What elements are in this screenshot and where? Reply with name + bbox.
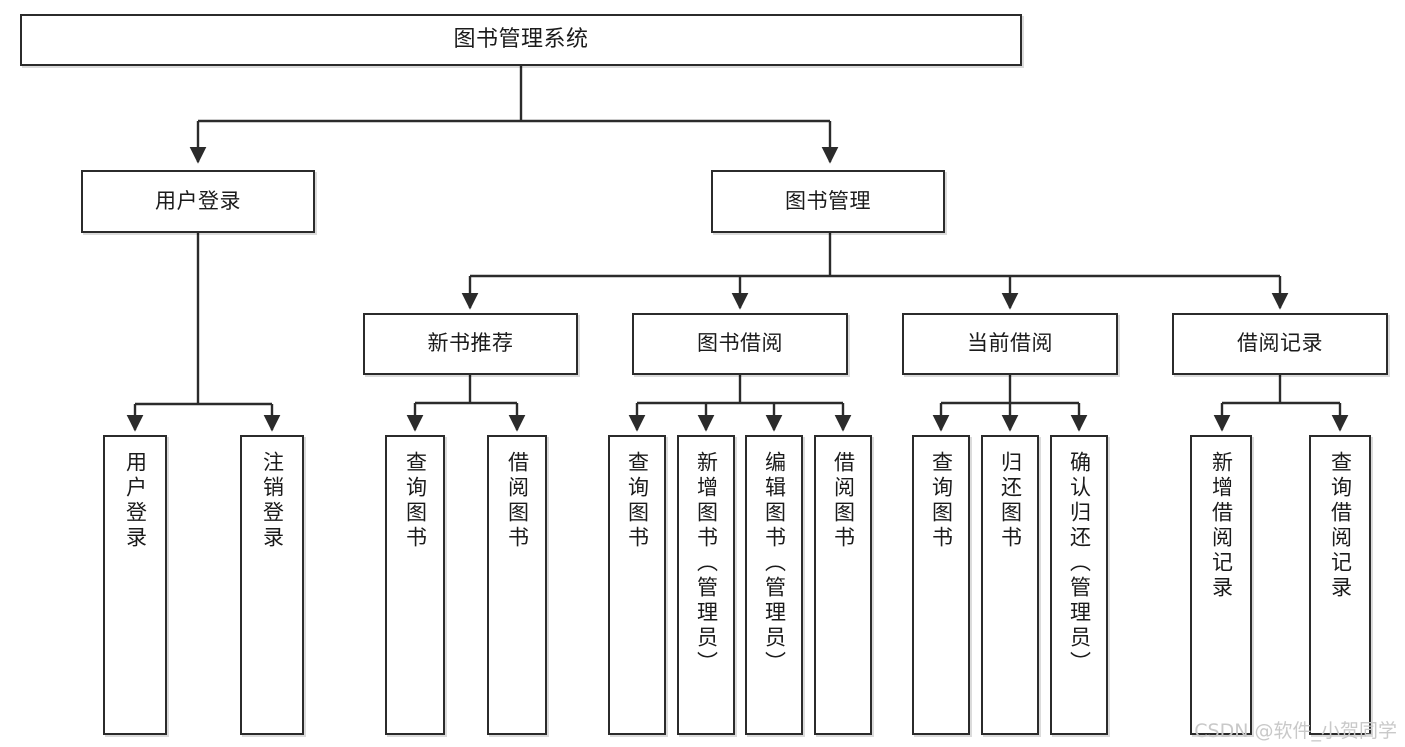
node-book-management[interactable]: 图书管理: [711, 170, 945, 233]
leaf-confirm-return-admin[interactable]: 确认归还（管理员）: [1050, 435, 1108, 735]
node-label: 新增借阅记录: [1209, 451, 1234, 601]
node-label: 查询图书: [625, 451, 650, 551]
node-user-login[interactable]: 用户登录: [81, 170, 315, 233]
leaf-query-book-recommend[interactable]: 查询图书: [385, 435, 445, 735]
leaf-query-borrow-record[interactable]: 查询借阅记录: [1309, 435, 1371, 735]
node-label: 借阅图书: [831, 451, 856, 551]
leaf-query-book-current[interactable]: 查询图书: [912, 435, 970, 735]
leaf-add-borrow-record[interactable]: 新增借阅记录: [1190, 435, 1252, 735]
node-label: 注销登录: [260, 451, 285, 551]
node-book-borrow[interactable]: 图书借阅: [632, 313, 848, 375]
leaf-query-book-borrow[interactable]: 查询图书: [608, 435, 666, 735]
node-label: 图书借阅: [697, 331, 783, 356]
node-borrow-record[interactable]: 借阅记录: [1172, 313, 1388, 375]
leaf-add-book-admin[interactable]: 新增图书（管理员）: [677, 435, 735, 735]
leaf-borrow-book-recommend[interactable]: 借阅图书: [487, 435, 547, 735]
node-label: 借阅图书: [505, 451, 530, 551]
leaf-return-book[interactable]: 归还图书: [981, 435, 1039, 735]
node-label: 查询借阅记录: [1328, 451, 1353, 601]
node-label: 查询图书: [929, 451, 954, 551]
leaf-edit-book-admin[interactable]: 编辑图书（管理员）: [745, 435, 803, 735]
node-current-borrow[interactable]: 当前借阅: [902, 313, 1118, 375]
leaf-user-login[interactable]: 用户登录: [103, 435, 167, 735]
node-label: 查询图书: [403, 451, 428, 551]
node-label: 图书管理: [785, 188, 871, 213]
node-label: 用户登录: [155, 188, 241, 213]
leaf-borrow-book[interactable]: 借阅图书: [814, 435, 872, 735]
node-label: 用户登录: [123, 451, 148, 551]
node-label: 当前借阅: [967, 331, 1053, 356]
node-label: 编辑图书（管理员）: [762, 451, 787, 676]
node-label: 新书推荐: [427, 331, 514, 356]
node-label: 借阅记录: [1237, 331, 1323, 356]
node-label: 确认归还（管理员）: [1067, 451, 1092, 676]
node-label: 新增图书（管理员）: [694, 451, 719, 676]
node-root-book-management-system[interactable]: 图书管理系统: [20, 14, 1022, 66]
node-label: 图书管理系统: [453, 26, 589, 52]
node-label: 归还图书: [998, 451, 1023, 551]
csdn-watermark: CSDN @软件_小贺同学: [1194, 720, 1397, 742]
node-new-book-recommend[interactable]: 新书推荐: [363, 313, 578, 375]
leaf-logout-login[interactable]: 注销登录: [240, 435, 304, 735]
